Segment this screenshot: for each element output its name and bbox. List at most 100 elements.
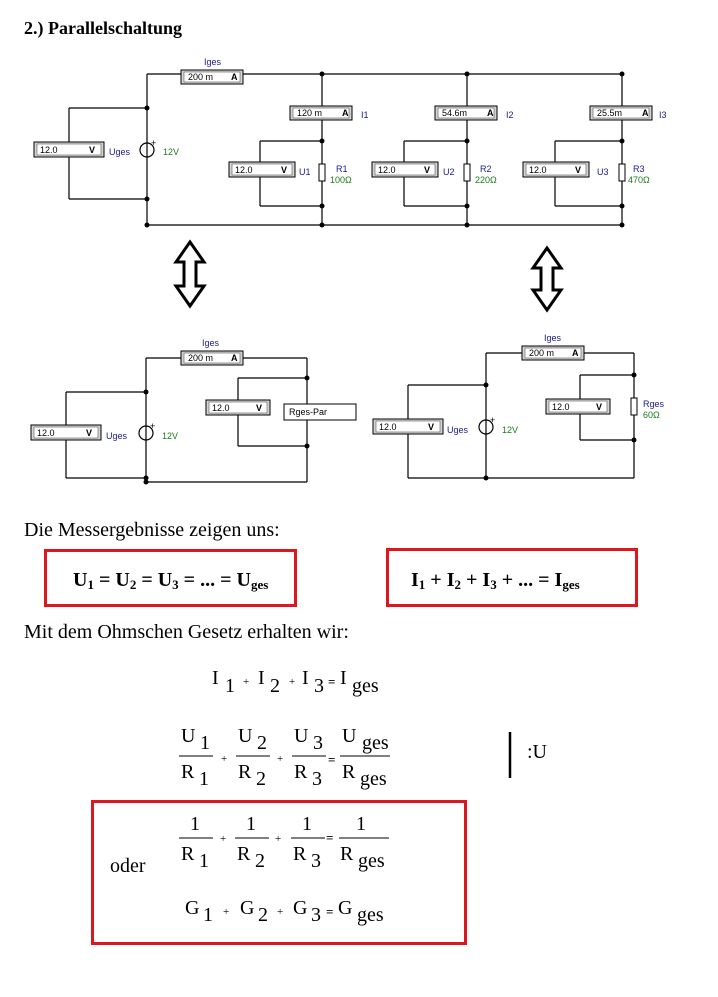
svg-text:ges: ges: [357, 904, 384, 926]
source-value: 12V: [162, 431, 178, 441]
oder-label: oder: [110, 855, 146, 877]
double-arrow-icon: [173, 239, 207, 309]
svg-text:R: R: [181, 843, 195, 865]
branch-voltage-label: U3: [597, 167, 609, 177]
rges-par-label: Rges-Par: [289, 407, 327, 417]
svg-text:G: G: [293, 897, 307, 919]
voltmeter-reading: 12.0: [378, 165, 396, 175]
resistor-label: R3: [633, 164, 645, 174]
svg-text:+: +: [277, 753, 283, 765]
amp-unit: A: [642, 108, 649, 118]
svg-text:2: 2: [256, 768, 266, 790]
svg-text:U: U: [294, 725, 309, 747]
svg-text:1: 1: [203, 904, 213, 926]
volt-unit: V: [281, 165, 287, 175]
svg-text:R: R: [181, 761, 195, 783]
svg-text:U: U: [238, 725, 253, 747]
svg-text:ges: ges: [362, 732, 389, 754]
divide-note: :U: [527, 741, 548, 763]
svg-text:2: 2: [255, 850, 265, 872]
ammeter-reading: 200 m: [529, 348, 554, 358]
svg-text:I: I: [302, 667, 309, 689]
volt-unit: V: [424, 165, 430, 175]
resistor-value: 470Ω: [628, 175, 650, 185]
svg-text:G: G: [185, 897, 199, 919]
voltage-equality-box: U1 = U2 = U3 = ... = Uges: [44, 549, 297, 607]
current-sum-box: I1 + I2 + I3 + ... = Iges: [386, 548, 638, 607]
svg-text:+: +: [220, 833, 226, 845]
iges-label: Iges: [544, 333, 562, 343]
svg-text:+: +: [490, 415, 495, 425]
ammeter-reading: 200 m: [188, 353, 213, 363]
resistor: [318, 163, 326, 182]
ohm-intro: Mit dem Ohmschen Gesetz erhalten wir:: [24, 621, 349, 643]
resistor-value: 60Ω: [643, 410, 660, 420]
voltage-equality: U1 = U2 = U3 = ... = Uges: [73, 569, 269, 592]
svg-text:=: =: [328, 752, 335, 767]
svg-text:+: +: [223, 906, 229, 918]
volt-unit: V: [575, 165, 581, 175]
resistor: [618, 163, 626, 182]
volt-unit: V: [86, 428, 92, 438]
voltmeter-reading: 12.0: [40, 145, 58, 155]
svg-text:ges: ges: [360, 768, 387, 790]
voltmeter-reading: 12.0: [212, 403, 230, 413]
branch-current-label: I2: [506, 110, 514, 120]
resistor-label: Rges: [643, 399, 665, 409]
amp-unit: A: [342, 108, 349, 118]
volt-unit: V: [596, 402, 602, 412]
uges-label: Uges: [447, 425, 469, 435]
svg-text:G: G: [240, 897, 254, 919]
svg-text:1: 1: [190, 813, 200, 835]
current-sum: I1 + I2 + I3 + ... = Iges: [411, 569, 580, 592]
svg-text:U: U: [342, 725, 357, 747]
svg-text:=: =: [326, 830, 333, 845]
branch-voltage-label: U1: [299, 167, 311, 177]
svg-text:3: 3: [314, 675, 324, 697]
svg-text:1: 1: [246, 813, 256, 835]
voltmeter-reading: 12.0: [37, 428, 55, 438]
voltmeter-reading: 12.0: [552, 402, 570, 412]
page-title: 2.) Parallelschaltung: [24, 18, 182, 38]
double-arrow-icon: [530, 245, 564, 313]
svg-text:R: R: [294, 761, 308, 783]
ammeter-reading: 54.6m: [442, 108, 467, 118]
svg-text:3: 3: [311, 850, 321, 872]
circuit-top: Iges 200 m A 12.0 V Uges + 12V 120 m A I…: [33, 57, 667, 228]
branch-current-label: I1: [361, 110, 369, 120]
ammeter-reading: 120 m: [297, 108, 322, 118]
svg-text:3: 3: [311, 904, 321, 926]
resistor-label: R2: [480, 164, 492, 174]
measurement-intro: Die Messergebnisse zeigen uns:: [24, 519, 280, 541]
svg-text:I: I: [340, 667, 347, 689]
source-value: 12V: [163, 147, 179, 157]
svg-text:3: 3: [312, 768, 322, 790]
amp-unit: A: [487, 108, 494, 118]
result-box: [91, 800, 467, 945]
svg-text:=: =: [326, 904, 333, 919]
amp-unit: A: [231, 353, 238, 363]
svg-text:1: 1: [199, 850, 209, 872]
resistor: [463, 163, 471, 182]
voltmeter-reading: 12.0: [235, 165, 253, 175]
amp-unit: A: [231, 72, 238, 82]
ammeter-reading: 25.5m: [597, 108, 622, 118]
svg-text:1: 1: [200, 732, 210, 754]
svg-text:G: G: [338, 897, 352, 919]
svg-text:1: 1: [302, 813, 312, 835]
svg-text:1: 1: [356, 813, 366, 835]
uges-label: Uges: [106, 431, 128, 441]
svg-text:+: +: [150, 421, 155, 431]
svg-text:ges: ges: [352, 675, 379, 697]
volt-unit: V: [428, 422, 434, 432]
svg-text:=: =: [328, 674, 335, 689]
branch-voltage-label: U2: [443, 167, 455, 177]
volt-unit: V: [89, 145, 95, 155]
svg-text:+: +: [243, 676, 249, 688]
voltmeter-reading: 12.0: [529, 165, 547, 175]
